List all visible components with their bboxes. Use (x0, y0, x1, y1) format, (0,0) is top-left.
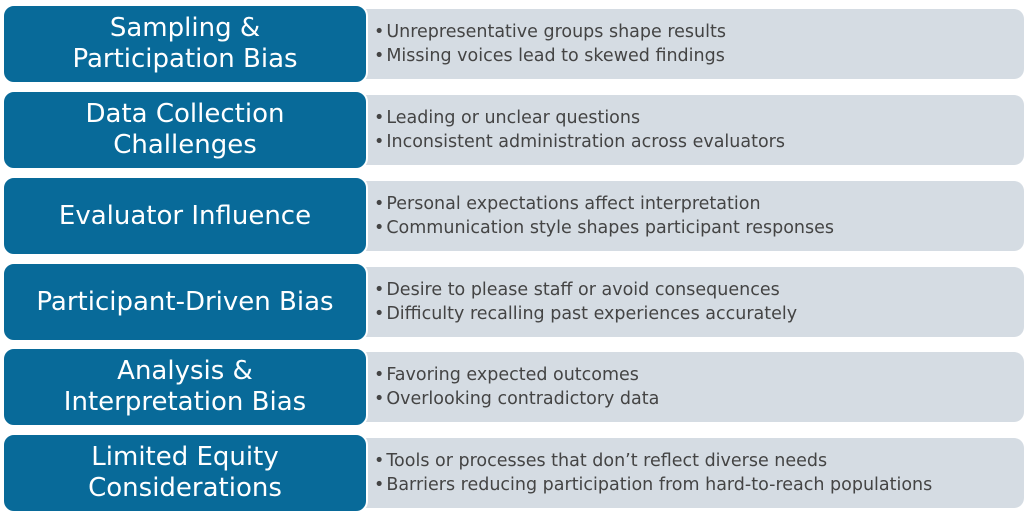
bullet-item: Barriers reducing participation from har… (374, 473, 1024, 497)
bullet-item: Personal expectations affect interpretat… (374, 192, 1024, 216)
row-body: Favoring expected outcomes Overlooking c… (352, 352, 1024, 422)
row-body: Unrepresentative groups shape results Mi… (352, 9, 1024, 79)
bullet-item: Leading or unclear questions (374, 106, 1024, 130)
row-title-text: Sampling & Participation Bias (72, 13, 298, 74)
row-body: Tools or processes that don’t reflect di… (352, 438, 1024, 508)
bullet-item: Tools or processes that don’t reflect di… (374, 449, 1024, 473)
bullet-item: Favoring expected outcomes (374, 363, 1024, 387)
row-title: Limited Equity Considerations (2, 433, 368, 513)
bullet-item: Missing voices lead to skewed findings (374, 44, 1024, 68)
row-title: Sampling & Participation Bias (2, 4, 368, 84)
bullet-item: Difficulty recalling past experiences ac… (374, 302, 1024, 326)
row-participant: Desire to please staff or avoid conseque… (0, 262, 1024, 342)
bullet-item: Unrepresentative groups shape results (374, 20, 1024, 44)
bullet-item: Communication style shapes participant r… (374, 216, 1024, 240)
row-title-text: Analysis & Interpretation Bias (63, 356, 307, 417)
bullet-item: Overlooking contradictory data (374, 387, 1024, 411)
row-evaluator: Personal expectations affect interpretat… (0, 176, 1024, 256)
row-title: Evaluator Influence (2, 176, 368, 256)
row-title: Analysis & Interpretation Bias (2, 347, 368, 427)
bullet-item: Inconsistent administration across evalu… (374, 130, 1024, 154)
row-title-text: Limited Equity Considerations (88, 442, 282, 503)
row-title-text: Data Collection Challenges (85, 99, 285, 160)
row-analysis: Favoring expected outcomes Overlooking c… (0, 347, 1024, 427)
row-body: Personal expectations affect interpretat… (352, 181, 1024, 251)
row-title-text: Evaluator Influence (58, 200, 312, 231)
row-data-collection: Leading or unclear questions Inconsisten… (0, 90, 1024, 170)
row-title: Data Collection Challenges (2, 90, 368, 170)
row-title: Participant-Driven Bias (2, 262, 368, 342)
row-sampling: Unrepresentative groups shape results Mi… (0, 4, 1024, 84)
row-title-text: Participant-Driven Bias (36, 286, 334, 317)
row-body: Leading or unclear questions Inconsisten… (352, 95, 1024, 165)
row-body: Desire to please staff or avoid conseque… (352, 267, 1024, 337)
bullet-item: Desire to please staff or avoid conseque… (374, 278, 1024, 302)
row-equity: Tools or processes that don’t reflect di… (0, 433, 1024, 513)
